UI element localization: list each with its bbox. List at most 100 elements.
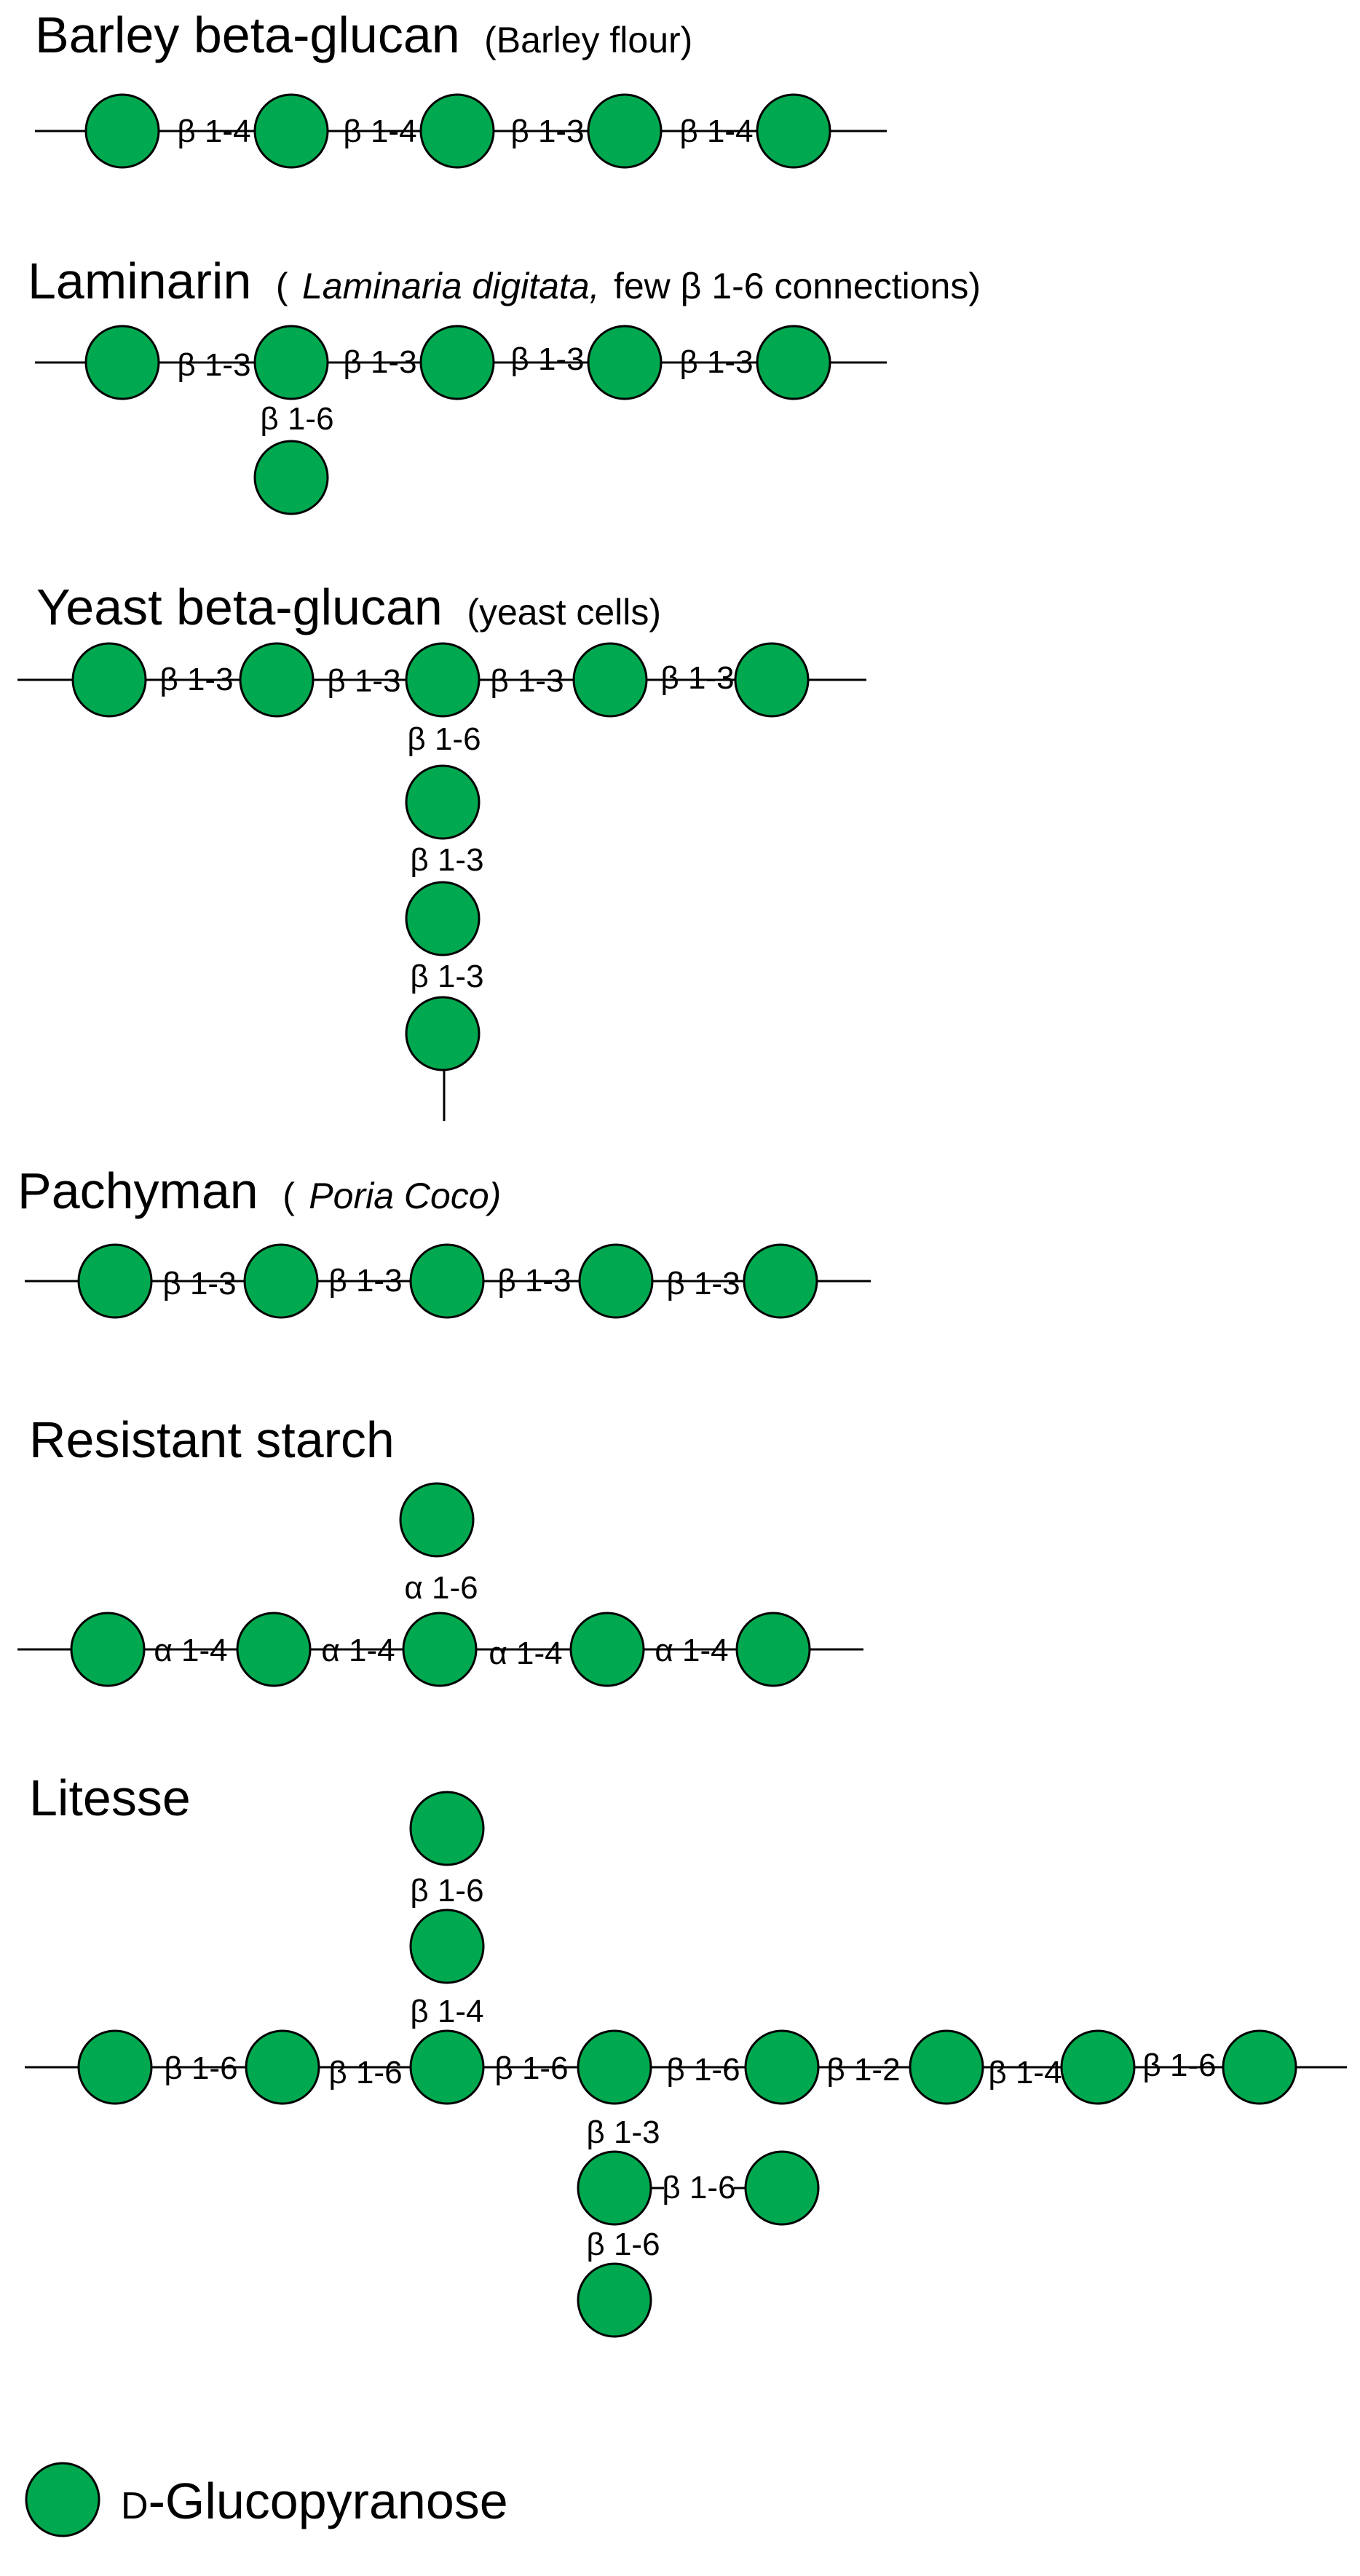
glucose-unit — [569, 1612, 645, 1687]
glucose-unit — [587, 93, 663, 169]
section-title: Yeast beta-glucan — [36, 579, 443, 635]
section-yeast-beta-glucan: Yeast beta-glucan (yeast cells) β 1-3 β … — [17, 579, 866, 1121]
glucose-unit-branch — [409, 1791, 485, 1866]
glucose-unit — [744, 2029, 820, 2105]
section-title: Litesse — [29, 1769, 191, 1826]
glucose-unit — [70, 1612, 146, 1687]
glucose-unit-branch — [577, 2150, 652, 2226]
section-litesse: Litesse β 1-6 β 1-4 β 1-6 β 1-6 β 1-6 β … — [25, 1769, 1347, 2338]
link-label: β 1-3 — [490, 663, 564, 699]
section-subtitle-open: ( — [282, 1176, 295, 1216]
link-label: β 1-6 — [164, 2050, 237, 2086]
branch-link-label: β 1-6 — [586, 2227, 660, 2262]
glucose-unit-branch — [577, 2262, 652, 2338]
link-label: β 1-3 — [510, 114, 584, 149]
section-title: Pachyman — [17, 1162, 258, 1219]
link-label: α 1-4 — [655, 1633, 728, 1668]
section-title: Laminarin — [28, 253, 251, 309]
link-label: β 1-3 — [327, 663, 400, 699]
branch-link-label: β 1-6 — [260, 401, 333, 437]
side-branch-link-label: β 1-6 — [662, 2170, 735, 2206]
link-label: β 1-4 — [177, 114, 250, 149]
link-label: β 1-3 — [162, 1266, 236, 1301]
glucose-unit — [243, 1243, 319, 1319]
link-label-background — [664, 2169, 734, 2207]
link-label: β 1-3 — [660, 660, 734, 696]
glucose-unit — [1060, 2029, 1136, 2105]
legend-label: D-Glucopyranose — [121, 2473, 508, 2529]
branch-link-label: α 1-6 — [404, 1570, 478, 1606]
glucose-unit — [419, 93, 495, 169]
link-label: β 1-3 — [328, 1263, 402, 1299]
glucose-unit — [419, 325, 495, 400]
svg-text:Pachyman ( Poria C: Pachyman ( Poria Coco) — [17, 1162, 501, 1219]
legend: D-Glucopyranose — [25, 2462, 508, 2537]
link-label: β 1-4 — [988, 2055, 1061, 2090]
glucose-unit-branch — [405, 996, 481, 1071]
glucose-unit — [578, 1243, 654, 1319]
glucose-unit — [409, 1243, 485, 1319]
link-label: β 1-6 — [494, 2050, 568, 2086]
branch-link-label: β 1-6 — [407, 721, 481, 757]
glucose-unit — [84, 93, 160, 169]
glucose-unit — [735, 1612, 811, 1687]
glucose-unit — [577, 2029, 652, 2105]
svg-text:Yeast beta-glucan (yeast: Yeast beta-glucan (yeast cells) — [36, 579, 661, 635]
section-title: Resistant starch — [29, 1411, 395, 1468]
link-label: β 1-3 — [679, 344, 753, 380]
branch-link-label: β 1-4 — [410, 1994, 483, 2029]
branch-link-label: β 1-3 — [586, 2115, 660, 2150]
link-label: β 1-3 — [159, 662, 233, 697]
glucose-unit — [84, 325, 160, 400]
legend-prefix: D — [121, 2485, 149, 2527]
link-label: β 1-3 — [343, 344, 416, 380]
glucose-unit — [409, 2029, 485, 2105]
glucose-unit — [405, 642, 481, 718]
glucose-unit — [1222, 2029, 1297, 2105]
glucose-unit — [239, 642, 315, 718]
glucose-unit — [756, 325, 831, 400]
glucose-unit — [71, 642, 147, 718]
section-title: Barley beta-glucan — [35, 7, 460, 63]
branch-link-label: β 1-3 — [410, 842, 483, 878]
section-laminarin: Laminarin ( Laminaria digitata, few β 1-… — [28, 253, 981, 515]
glucose-unit-branch — [253, 440, 329, 515]
glucose-unit — [77, 2029, 153, 2105]
link-label: β 1-3 — [497, 1263, 571, 1299]
link-label: α 1-4 — [321, 1633, 395, 1668]
link-label: β 1-6 — [1142, 2048, 1216, 2083]
glucose-unit — [743, 1243, 818, 1319]
glucose-unit — [236, 1612, 312, 1687]
link-label: β 1-3 — [177, 347, 250, 383]
glucose-unit — [253, 93, 329, 169]
svg-text:Laminarin ( Lamina: Laminarin ( Laminaria digitata, few β 1-… — [28, 253, 981, 309]
link-label: β 1-6 — [328, 2055, 402, 2090]
glucose-unit — [402, 1612, 478, 1687]
link-label: α 1-4 — [154, 1633, 227, 1668]
section-subtitle-species: Laminaria digitata, — [302, 266, 600, 306]
glucose-unit — [587, 325, 663, 400]
glucose-unit-branch — [405, 881, 481, 956]
glucose-unit-branch — [405, 764, 481, 840]
glucose-unit — [572, 642, 648, 718]
glucose-unit — [245, 2029, 320, 2105]
link-label: β 1-2 — [826, 2052, 900, 2088]
link-label: β 1-3 — [666, 1266, 740, 1301]
glucose-unit-branch — [399, 1482, 475, 1558]
glucose-unit-branch — [409, 1909, 485, 1984]
glucose-unit — [756, 93, 831, 169]
legend-glucose-icon — [25, 2462, 100, 2537]
svg-text:Barley beta-glucan (Barl: Barley beta-glucan (Barley flour) — [35, 7, 692, 63]
link-label: β 1-4 — [679, 114, 753, 149]
link-label: β 1-6 — [666, 2052, 740, 2088]
legend-text: -Glucopyranose — [149, 2473, 508, 2529]
branch-link-label: β 1-6 — [410, 1873, 483, 1909]
glucose-unit-branch — [744, 2150, 820, 2226]
link-label: α 1-4 — [489, 1636, 562, 1671]
glucose-unit — [734, 642, 810, 718]
section-barley-beta-glucan: Barley beta-glucan (Barley flour) β 1-4 … — [35, 7, 887, 169]
section-resistant-starch: Resistant starch α 1-6 α 1-4 α 1-4 α 1-4… — [17, 1411, 863, 1687]
section-subtitle: (Barley flour) — [484, 20, 692, 60]
link-label: β 1-4 — [343, 114, 416, 149]
